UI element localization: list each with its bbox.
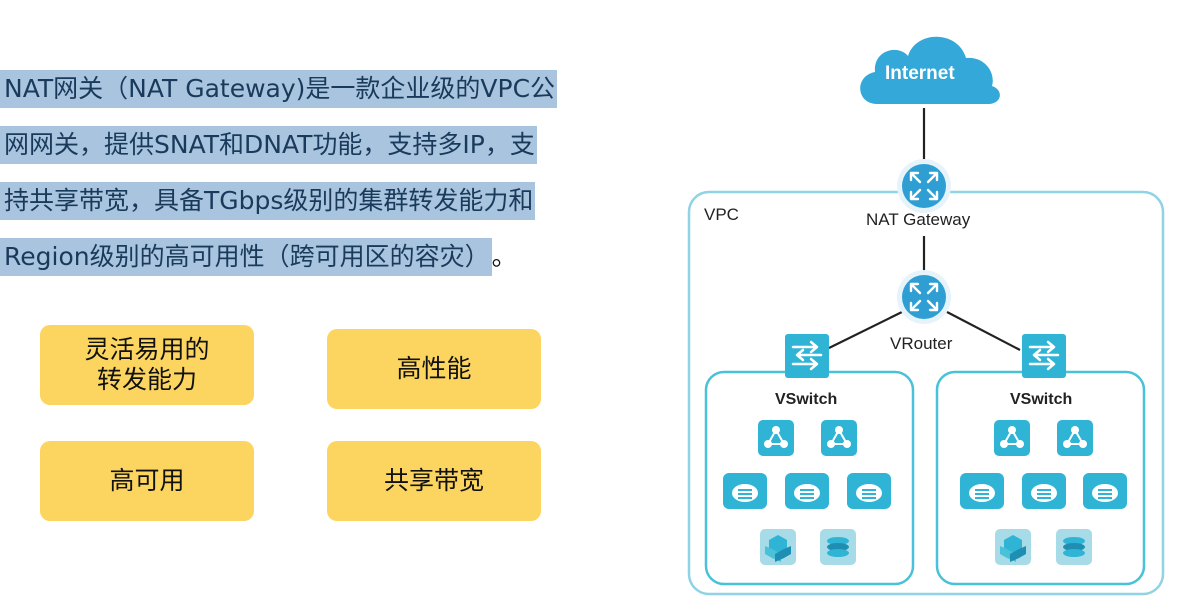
vswitch-right-label: VSwitch	[1010, 391, 1073, 408]
container-cube-icon	[760, 529, 796, 565]
internet-cloud-icon	[860, 36, 1000, 104]
network-diagram: Internet VPC NAT Gateway VRouter VSwitch…	[680, 0, 1200, 603]
intro-text-2: 网网关，提供SNAT和DNAT功能，支持多IP，支	[0, 126, 537, 164]
vswitch-left-icon	[783, 332, 831, 380]
nat-gateway-router-icon	[897, 159, 951, 213]
cloud-server-icon	[785, 473, 829, 509]
cloud-server-icon	[723, 473, 767, 509]
cloud-server-icon	[1022, 473, 1066, 509]
intro-line-1: NAT网关（NAT Gateway)是一款企业级的VPC公	[0, 70, 650, 126]
intro-text-3: 持共享带宽，具备TGbps级别的集群转发能力和	[0, 182, 536, 220]
container-cube-icon	[995, 529, 1031, 565]
feature-flexible-forwarding: 灵活易用的 转发能力	[40, 325, 254, 405]
link-vrouter-right	[946, 311, 1021, 351]
intro-tail: 。	[491, 242, 517, 271]
vpc-label: VPC	[704, 205, 739, 224]
intro-line-2: 网网关，提供SNAT和DNAT功能，支持多IP，支	[0, 126, 650, 182]
intro-line-3: 持共享带宽，具备TGbps级别的集群转发能力和	[0, 182, 650, 238]
link-vrouter-left	[828, 311, 903, 349]
diagram-canvas	[687, 36, 1165, 596]
intro-paragraph: NAT网关（NAT Gateway)是一款企业级的VPC公 网网关，提供SNAT…	[0, 70, 650, 294]
ecs-icon	[993, 419, 1031, 457]
feature-shared-bandwidth: 共享带宽	[327, 441, 541, 521]
vswitch-right-icon	[1020, 332, 1068, 380]
ecs-icon	[820, 419, 858, 457]
cloud-server-icon	[847, 473, 891, 509]
database-icon	[820, 529, 856, 565]
feature-high-performance: 高性能	[327, 329, 541, 409]
intro-text-1: NAT网关（NAT Gateway)是一款企业级的VPC公	[0, 70, 558, 108]
ecs-icon	[1056, 419, 1094, 457]
intro-line-4: Region级别的高可用性（跨可用区的容灾）。	[0, 238, 650, 294]
internet-label: Internet	[885, 63, 955, 84]
vswitch-left-label: VSwitch	[775, 391, 838, 408]
vrouter-label: VRouter	[890, 334, 953, 353]
database-icon	[1056, 529, 1092, 565]
intro-text-4: Region级别的高可用性（跨可用区的容灾）	[0, 238, 492, 276]
nat-gateway-label: NAT Gateway	[866, 210, 971, 229]
cloud-server-icon	[960, 473, 1004, 509]
cloud-server-icon	[1083, 473, 1127, 509]
ecs-icon	[757, 419, 795, 457]
feature-high-availability: 高可用	[40, 441, 254, 521]
vrouter-icon	[897, 270, 951, 324]
